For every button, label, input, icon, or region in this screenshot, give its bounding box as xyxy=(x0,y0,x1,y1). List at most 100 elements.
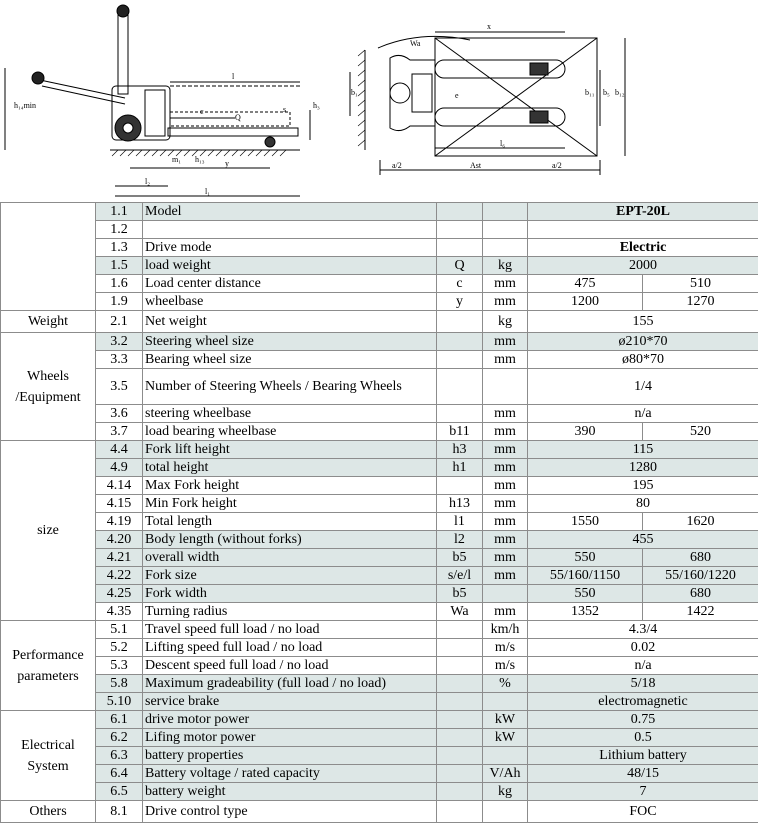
row-value: 155 xyxy=(528,311,758,333)
row-symbol: l2 xyxy=(437,531,483,549)
dim-c: c xyxy=(200,107,204,116)
row-unit: mm xyxy=(483,477,528,495)
row-number: 8.1 xyxy=(96,801,143,823)
row-parameter: load weight xyxy=(143,257,437,275)
row-symbol xyxy=(437,729,483,747)
row-parameter: service brake xyxy=(143,693,437,711)
row-parameter: Fork size xyxy=(143,567,437,585)
row-value-1: 1550 xyxy=(528,513,643,531)
row-value: FOC xyxy=(528,801,758,823)
row-value-1: 390 xyxy=(528,423,643,441)
row-symbol xyxy=(437,239,483,257)
row-symbol: h1 xyxy=(437,459,483,477)
row-value: 0.5 xyxy=(528,729,758,747)
row-number: 1.3 xyxy=(96,239,143,257)
row-value: 1280 xyxy=(528,459,758,477)
row-value-2: 1422 xyxy=(643,603,758,621)
dim-a2-right: a/2 xyxy=(552,161,562,170)
row-symbol xyxy=(437,801,483,823)
row-parameter: Max Fork height xyxy=(143,477,437,495)
row-number: 5.8 xyxy=(96,675,143,693)
row-symbol: Wa xyxy=(437,603,483,621)
row-symbol xyxy=(437,765,483,783)
row-unit: mm xyxy=(483,603,528,621)
row-number: 3.6 xyxy=(96,405,143,423)
dim-x: x xyxy=(487,22,491,31)
row-symbol xyxy=(437,477,483,495)
row-parameter: drive motor power xyxy=(143,711,437,729)
row-value-2: 680 xyxy=(643,585,758,603)
row-parameter: battery properties xyxy=(143,747,437,765)
row-unit: mm xyxy=(483,423,528,441)
row-parameter xyxy=(143,221,437,239)
row-number: 1.6 xyxy=(96,275,143,293)
row-value: 80 xyxy=(528,495,758,513)
row-value-2: 1270 xyxy=(643,293,758,311)
row-symbol: Q xyxy=(437,257,483,275)
row-number: 6.2 xyxy=(96,729,143,747)
row-symbol: h13 xyxy=(437,495,483,513)
dim-b1: b₁ xyxy=(351,88,358,97)
row-number: 5.3 xyxy=(96,657,143,675)
row-number: 5.1 xyxy=(96,621,143,639)
row-number: 6.1 xyxy=(96,711,143,729)
row-unit: mm xyxy=(483,531,528,549)
row-symbol xyxy=(437,405,483,423)
row-parameter: Fork width xyxy=(143,585,437,603)
row-number: 4.35 xyxy=(96,603,143,621)
row-unit: mm xyxy=(483,567,528,585)
row-value: 195 xyxy=(528,477,758,495)
row-number: 4.22 xyxy=(96,567,143,585)
row-unit: km/h xyxy=(483,621,528,639)
row-symbol xyxy=(437,221,483,239)
dim-e: e xyxy=(455,91,459,100)
row-value: n/a xyxy=(528,405,758,423)
row-unit xyxy=(483,369,528,405)
row-number: 4.15 xyxy=(96,495,143,513)
row-symbol xyxy=(437,711,483,729)
row-parameter: Number of Steering Wheels / Bearing Whee… xyxy=(143,369,437,405)
row-value-1: 550 xyxy=(528,585,643,603)
row-symbol xyxy=(437,783,483,801)
row-parameter: wheelbase xyxy=(143,293,437,311)
row-unit: V/Ah xyxy=(483,765,528,783)
row-symbol xyxy=(437,621,483,639)
row-unit: mm xyxy=(483,275,528,293)
row-value-1: 55/160/1150 xyxy=(528,567,643,585)
row-parameter: Drive control type xyxy=(143,801,437,823)
technical-drawings: h₁₄min l c s h₃ Q m₁ h₁₃ y l₂ l₁ xyxy=(0,0,758,202)
row-number: 6.3 xyxy=(96,747,143,765)
dim-q: Q xyxy=(235,113,241,122)
row-parameter: battery weight xyxy=(143,783,437,801)
row-value: Lithium battery xyxy=(528,747,758,765)
row-value: 0.75 xyxy=(528,711,758,729)
row-value: 5/18 xyxy=(528,675,758,693)
row-number: 3.3 xyxy=(96,351,143,369)
row-unit: % xyxy=(483,675,528,693)
row-symbol: b11 xyxy=(437,423,483,441)
group-label-electrical: Electrical System xyxy=(1,711,96,801)
group-label-wheels: Wheels /Equipment xyxy=(1,333,96,441)
dim-s: s xyxy=(283,105,286,114)
row-parameter: overall width xyxy=(143,549,437,567)
row-symbol xyxy=(437,203,483,221)
row-parameter: Fork lift height xyxy=(143,441,437,459)
